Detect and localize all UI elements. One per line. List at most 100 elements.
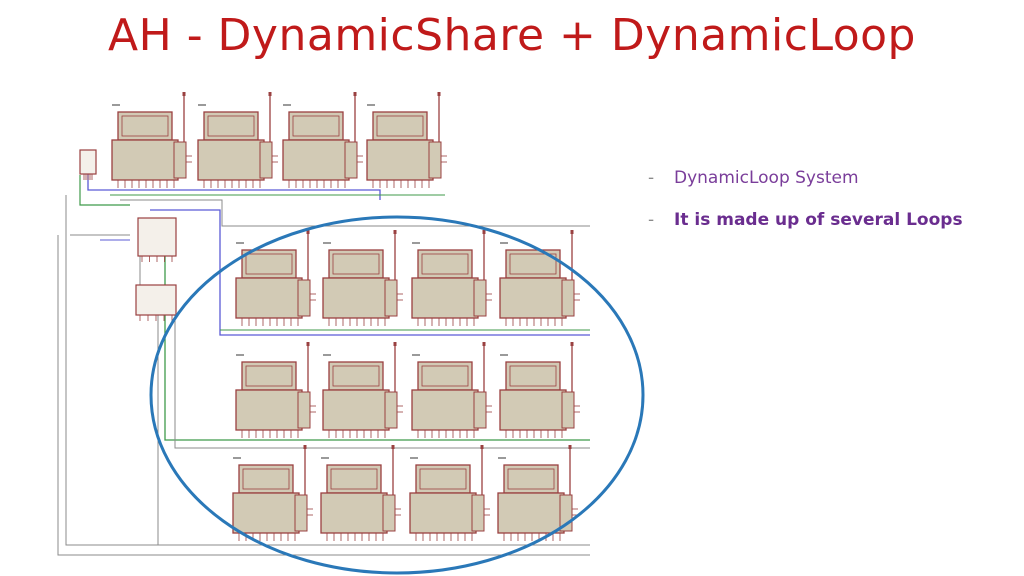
module-display bbox=[417, 249, 473, 279]
module-display-inner bbox=[332, 365, 380, 387]
module-side-block bbox=[473, 391, 487, 429]
module-antenna-tip bbox=[306, 342, 310, 346]
module-display-inner bbox=[121, 115, 169, 137]
module-display-inner bbox=[332, 253, 380, 275]
module-body bbox=[235, 389, 303, 431]
module-label-mark bbox=[412, 354, 420, 356]
module-label-mark bbox=[236, 242, 244, 244]
module-antenna-tip bbox=[393, 230, 397, 234]
module-display bbox=[326, 464, 382, 494]
module-side-block bbox=[561, 279, 575, 317]
module-body bbox=[497, 492, 565, 534]
module-label-mark bbox=[410, 457, 418, 459]
circuit-module bbox=[235, 230, 316, 326]
chip-body bbox=[135, 284, 177, 316]
module-side-block bbox=[259, 141, 273, 179]
module-side-block bbox=[384, 279, 398, 317]
wire bbox=[79, 175, 130, 206]
circuit-module bbox=[322, 342, 403, 438]
module-label-mark bbox=[500, 242, 508, 244]
module-antenna-tip bbox=[570, 342, 574, 346]
module-display bbox=[415, 464, 471, 494]
module-display-inner bbox=[376, 115, 424, 137]
module-label-mark bbox=[112, 104, 120, 106]
chip-body bbox=[79, 149, 97, 175]
wire bbox=[120, 199, 590, 227]
module-label-mark bbox=[367, 104, 375, 106]
module-antenna-tip bbox=[182, 92, 186, 96]
module-display-inner bbox=[419, 468, 467, 490]
module-body bbox=[411, 389, 479, 431]
module-antenna-tip bbox=[353, 92, 357, 96]
module-antenna-tip bbox=[393, 342, 397, 346]
module-side-block bbox=[561, 391, 575, 429]
module-body bbox=[320, 492, 388, 534]
module-display-inner bbox=[242, 468, 290, 490]
module-antenna-tip bbox=[391, 445, 395, 449]
module-body bbox=[366, 139, 434, 181]
bullet-text: It is made up of several Loops bbox=[674, 210, 963, 230]
module-antenna-tip bbox=[568, 445, 572, 449]
module-label-mark bbox=[233, 457, 241, 459]
circuit-module bbox=[282, 92, 363, 188]
small-chip bbox=[79, 149, 97, 180]
circuit-module bbox=[409, 445, 490, 541]
bullet-dash: - bbox=[648, 210, 655, 230]
circuit-module bbox=[322, 230, 403, 326]
bullet-dash: - bbox=[648, 168, 655, 188]
module-label-mark bbox=[198, 104, 206, 106]
module-body bbox=[409, 492, 477, 534]
module-side-block bbox=[297, 279, 311, 317]
module-label-mark bbox=[412, 242, 420, 244]
circuit-module bbox=[197, 92, 278, 188]
module-display bbox=[238, 464, 294, 494]
module-body bbox=[282, 139, 350, 181]
circuit-module bbox=[499, 230, 580, 326]
module-display bbox=[372, 111, 428, 141]
module-antenna-tip bbox=[480, 445, 484, 449]
circuit-module bbox=[320, 445, 401, 541]
circuit-module bbox=[111, 92, 192, 188]
module-label-mark bbox=[321, 457, 329, 459]
circuit-module bbox=[411, 342, 492, 438]
module-side-block bbox=[428, 141, 442, 179]
slide-title: AH - DynamicShare + DynamicLoop bbox=[108, 10, 916, 61]
module-label-mark bbox=[323, 354, 331, 356]
bullet-text: DynamicLoop System bbox=[674, 168, 859, 188]
module-label-mark bbox=[283, 104, 291, 106]
wire bbox=[65, 195, 165, 546]
module-body bbox=[232, 492, 300, 534]
wire bbox=[174, 290, 590, 449]
module-display-inner bbox=[509, 365, 557, 387]
bullet-list: - DynamicLoop System - It is made up of … bbox=[648, 168, 1008, 252]
module-side-block bbox=[173, 141, 187, 179]
module-side-block bbox=[473, 279, 487, 317]
module-side-block bbox=[344, 141, 358, 179]
module-display-inner bbox=[245, 365, 293, 387]
module-display-inner bbox=[207, 115, 255, 137]
circuit-module bbox=[232, 445, 313, 541]
module-body bbox=[111, 139, 179, 181]
module-antenna-tip bbox=[570, 230, 574, 234]
module-label-mark bbox=[323, 242, 331, 244]
module-body bbox=[499, 389, 567, 431]
loop-highlight-ellipse bbox=[149, 215, 645, 575]
module-display bbox=[328, 361, 384, 391]
bullet-item: - It is made up of several Loops bbox=[648, 210, 1008, 230]
module-side-block bbox=[471, 494, 485, 532]
module-display-inner bbox=[421, 253, 469, 275]
module-body bbox=[411, 277, 479, 319]
module-display-inner bbox=[292, 115, 340, 137]
circuit-modules bbox=[111, 92, 580, 541]
module-antenna-tip bbox=[437, 92, 441, 96]
circuit-module bbox=[499, 342, 580, 438]
small-chip bbox=[135, 284, 177, 321]
module-display-inner bbox=[245, 253, 293, 275]
module-display bbox=[241, 249, 297, 279]
module-body bbox=[322, 277, 390, 319]
module-label-mark bbox=[500, 354, 508, 356]
module-label-mark bbox=[498, 457, 506, 459]
module-antenna-tip bbox=[482, 230, 486, 234]
module-antenna-tip bbox=[306, 230, 310, 234]
